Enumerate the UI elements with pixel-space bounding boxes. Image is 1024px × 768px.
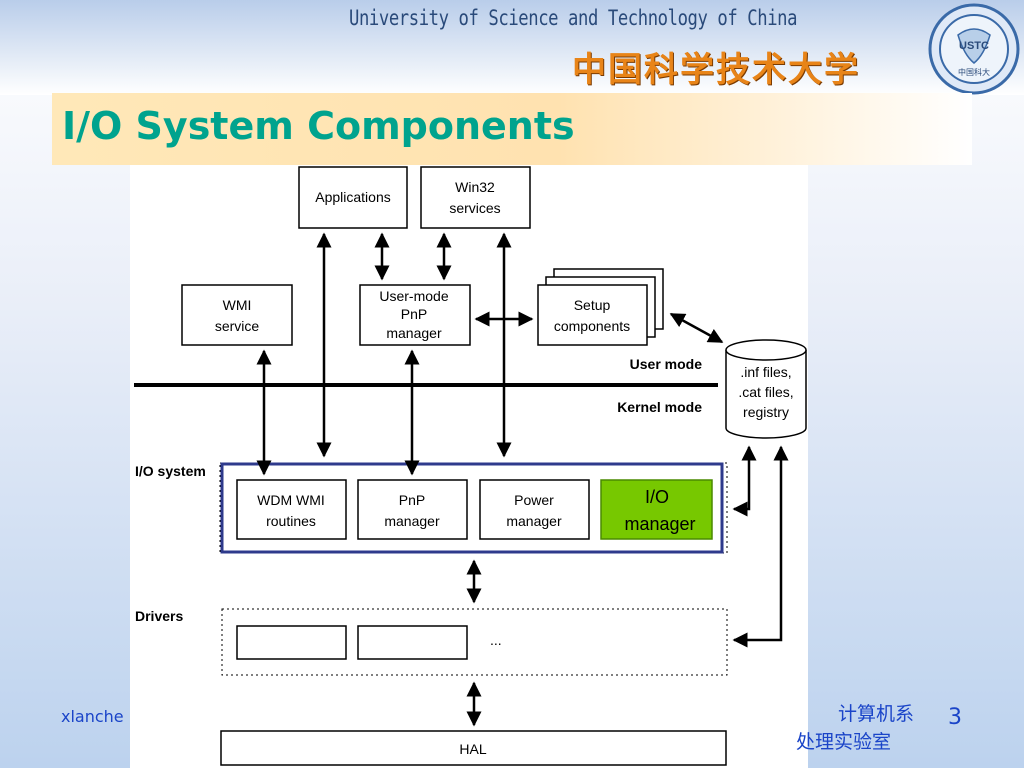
arrow-drivers-database [732, 445, 789, 648]
drivers-ellipsis: ... [490, 632, 502, 648]
logo-text: USTC [959, 40, 989, 52]
arrow-setup-database [669, 312, 724, 344]
driver-box-1 [236, 625, 347, 660]
wmi-label-line1: WMI [223, 297, 252, 313]
wmi-label-line2: service [215, 318, 260, 334]
pnp-manager-box: PnP manager [357, 479, 468, 540]
umpnp-label-line2: PnP [401, 306, 427, 322]
power-label-line1: Power [514, 492, 554, 508]
umpnp-label-line1: User-mode [379, 288, 448, 304]
header-band [0, 0, 1024, 95]
page-number: 3 [948, 705, 962, 730]
department-label: 计算机系 [838, 703, 915, 725]
win32-label-line1: Win32 [455, 179, 495, 195]
kernel-mode-label: Kernel mode [617, 399, 702, 415]
user-mode-label: User mode [630, 356, 703, 372]
io-manager-box: I/O manager [600, 479, 713, 540]
setup-label-line2: components [554, 318, 630, 334]
pnp-label-line1: PnP [399, 492, 425, 508]
slide-title: I/O System Components [62, 104, 575, 148]
db-label-line3: registry [743, 404, 789, 420]
setup-components-box: Setup components [537, 268, 664, 346]
university-logo: USTC 中国科大 [928, 3, 1020, 95]
hal-label: HAL [459, 741, 486, 757]
db-label-line2: .cat files, [738, 384, 793, 400]
wmi-service-box: WMI service [181, 284, 293, 346]
arrow-io-database [732, 445, 757, 517]
lab-label: 处理实验室 [796, 731, 892, 753]
author-label: xlanche [61, 707, 124, 726]
drivers-label: Drivers [135, 608, 183, 624]
applications-label: Applications [315, 189, 391, 205]
power-label-line2: manager [506, 513, 562, 529]
db-label-line1: .inf files, [740, 364, 791, 380]
pnp-label-line2: manager [384, 513, 440, 529]
user-mode-pnp-box: User-mode PnP manager [359, 284, 471, 346]
diagram-panel [130, 165, 808, 768]
wdm-label-line2: routines [266, 513, 316, 529]
inf-registry-database: .inf files, .cat files, registry [725, 339, 807, 439]
university-name-cn: 中国科学技术大学 [572, 50, 860, 90]
io-manager-label-line1: I/O [645, 487, 669, 507]
win32-label-line2: services [449, 200, 500, 216]
university-name-en: University of Science and Technology of … [349, 6, 798, 30]
umpnp-label-line3: manager [386, 325, 442, 341]
setup-label-line1: Setup [574, 297, 611, 313]
io-system-label: I/O system [135, 463, 206, 479]
hal-box: HAL [220, 730, 727, 766]
logo-cn-text: 中国科大 [958, 67, 990, 77]
win32-services-box: Win32 services [420, 166, 531, 229]
io-system-frame [220, 462, 724, 554]
title-band [52, 93, 972, 165]
power-manager-box: Power manager [479, 479, 590, 540]
io-manager-label-line2: manager [624, 514, 695, 534]
wdm-wmi-routines-box: WDM WMI routines [236, 479, 347, 540]
applications-box: Applications [298, 166, 408, 229]
wdm-label-line1: WDM WMI [257, 492, 325, 508]
driver-box-2 [357, 625, 468, 660]
